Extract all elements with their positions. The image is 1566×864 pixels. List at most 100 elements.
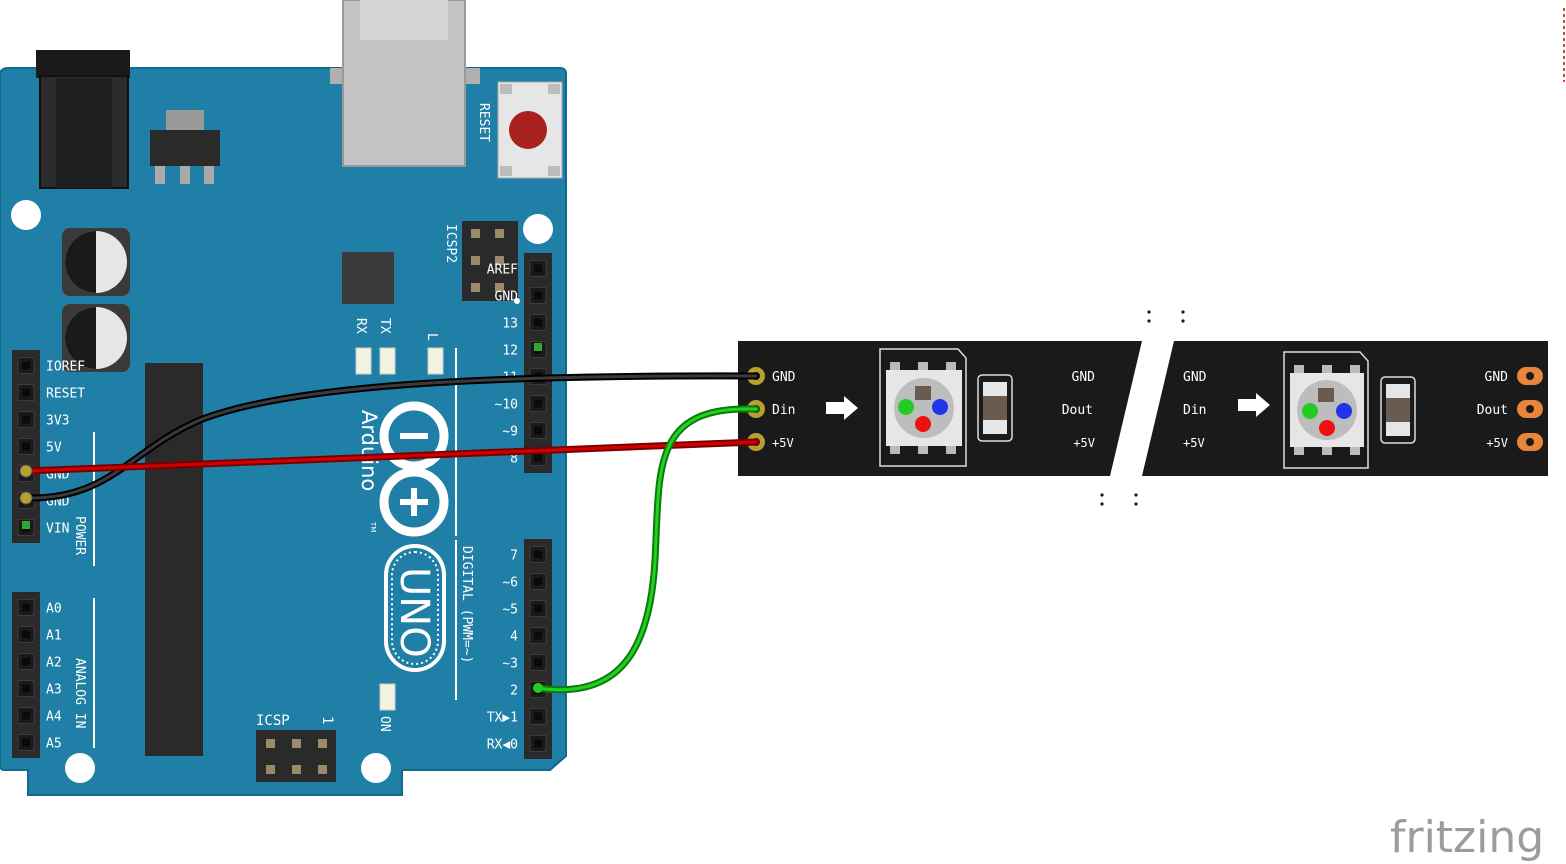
- reset-button[interactable]: [497, 81, 563, 179]
- mounting-hole: [65, 753, 95, 783]
- analog-header-pin-a3-3[interactable]: [17, 680, 35, 697]
- strip-output-pad-5v[interactable]: [1517, 433, 1543, 451]
- digital-upper-header-pin-gnd-1[interactable]: [529, 287, 547, 304]
- digital-upper-header-housing: [524, 253, 552, 473]
- digital-lower-header-pin-7-0[interactable]: [529, 546, 547, 563]
- model-label: UNO: [391, 567, 437, 658]
- seg1-in-gnd-label: GND: [772, 370, 796, 385]
- strip-output-pad-gnd[interactable]: [1517, 367, 1543, 385]
- voltage-regulator: [150, 110, 220, 184]
- trademark-label: TM: [369, 521, 377, 532]
- digital-lower-header-pin-tx1-6[interactable]: [529, 708, 547, 725]
- analog-label: ANALOG IN: [72, 658, 87, 728]
- analog-header-label-5: A5: [46, 737, 62, 752]
- icsp2-header: [462, 221, 520, 304]
- on-label: ON: [377, 716, 392, 732]
- analog-header-pin-a2-2[interactable]: [17, 653, 35, 670]
- analog-header-label-2: A2: [46, 656, 62, 671]
- uno-badge: [384, 544, 446, 672]
- analog-header-pin-a0-0[interactable]: [17, 599, 35, 616]
- tx-label: TX: [377, 318, 392, 334]
- digital-lower-header-label-4: ~3: [502, 657, 518, 672]
- seg1-out-5v-label: +5V: [1073, 436, 1095, 450]
- icsp-pin1-label: 1: [319, 716, 335, 724]
- power-label: POWER: [72, 516, 87, 555]
- digital-lower-header-label-2: ~5: [502, 603, 518, 618]
- dc-power-jack: [36, 50, 130, 189]
- l-label: L: [424, 333, 439, 341]
- brand-label: Arduino: [357, 410, 381, 491]
- digital-upper-header-pin-10-5[interactable]: [529, 395, 547, 412]
- usb-interface-chip: [342, 252, 394, 304]
- power-header-pin-5v-3[interactable]: [17, 438, 35, 455]
- digital-lower-header-housing: [524, 539, 552, 759]
- arduino-logo: [379, 401, 449, 537]
- analog-header-housing: [12, 592, 40, 758]
- mounting-hole: [523, 214, 553, 244]
- digital-upper-header-label-6: ~9: [502, 425, 518, 440]
- seg1-in-5v-label: +5V: [772, 436, 794, 450]
- gnd-pin-marker: [22, 521, 30, 529]
- digital-lower-header-pin-5-2[interactable]: [529, 600, 547, 617]
- digital-lower-header-pin-6-1[interactable]: [529, 573, 547, 590]
- seg1-in-din-label: Din: [772, 403, 795, 418]
- wire-end-data-board: [533, 683, 543, 693]
- digital-lower-header-pin-rx0-7[interactable]: [529, 735, 547, 752]
- analog-header-pin-a5-5[interactable]: [17, 734, 35, 751]
- data-direction-arrow-icon: [826, 396, 858, 420]
- rx-led: [355, 347, 372, 375]
- digital-upper-header-label-3: 12: [502, 344, 518, 359]
- power-header-pin-reset-1[interactable]: [17, 384, 35, 401]
- digital-lower-header-label-7: RX◀0: [487, 738, 518, 753]
- smd-capacitor-2: [1380, 376, 1416, 444]
- wire-data[interactable]: [534, 405, 760, 694]
- digital-lower-header-label-3: 4: [510, 630, 518, 645]
- ws2812-led-1: [879, 348, 967, 467]
- seg2-out-dout-label: Dout: [1477, 403, 1508, 418]
- digital-lower-header-pin-3-4[interactable]: [529, 654, 547, 671]
- seg2-in-gnd-label: GND: [1183, 370, 1207, 385]
- digital-label: DIGITAL (PWM=~): [459, 546, 474, 663]
- capacitor: [62, 304, 130, 372]
- icsp-header: [256, 730, 336, 782]
- power-header-label-6: VIN: [46, 522, 69, 537]
- digital-upper-header-label-5: ~10: [495, 398, 518, 413]
- power-header-pin-3v3-2[interactable]: [17, 411, 35, 428]
- digital-lower-header-label-5: 2: [510, 684, 518, 699]
- wires: [19, 372, 760, 694]
- wire-end-5v-board: [19, 464, 33, 478]
- digital-upper-header-pin-13-2[interactable]: [529, 314, 547, 331]
- digital-upper-header-label-2: 13: [502, 317, 518, 332]
- seg1-out-gnd-label: GND: [1072, 370, 1096, 385]
- capacitor: [62, 228, 130, 296]
- ws2812-led-2: [1283, 351, 1369, 469]
- digital-upper-header-label-1: GND: [495, 290, 519, 305]
- seg2-out-5v-label: +5V: [1486, 436, 1508, 450]
- seg2-in-din-label: Din: [1183, 403, 1206, 418]
- digital-upper-header-label-0: AREF: [487, 263, 518, 278]
- power-header-label-3: 5V: [46, 441, 62, 456]
- power-header-pin-ioref-0[interactable]: [17, 357, 35, 374]
- rx-label: RX: [353, 318, 368, 334]
- power-header-label-1: RESET: [46, 387, 85, 402]
- power-header-label-0: IOREF: [46, 360, 85, 375]
- strip-output-pad-dout[interactable]: [1517, 400, 1543, 418]
- led-strip: GND Din +5V GND Dout +5V GND Din +5V GND…: [738, 310, 1548, 506]
- smd-capacitor-1: [977, 374, 1013, 442]
- digital-lower-header-pin-4-3[interactable]: [529, 627, 547, 644]
- wire-gnd[interactable]: [22, 372, 760, 502]
- digital-upper-header-pin-aref-0[interactable]: [529, 260, 547, 277]
- digital-upper-header-label-7: 8: [510, 452, 518, 467]
- seg2-out-gnd-label: GND: [1485, 370, 1509, 385]
- wire-5v[interactable]: [22, 438, 760, 475]
- analog-header-label-0: A0: [46, 602, 62, 617]
- red-diode: [1319, 420, 1335, 436]
- digital-upper-header-pin-9-6[interactable]: [529, 422, 547, 439]
- blue-diode: [1336, 403, 1352, 419]
- l-led: [427, 347, 444, 375]
- analog-header-pin-a1-1[interactable]: [17, 626, 35, 643]
- usb-connector: [330, 0, 480, 167]
- analog-header-pin-a4-4[interactable]: [17, 707, 35, 724]
- power-header-label-2: 3V3: [46, 414, 69, 429]
